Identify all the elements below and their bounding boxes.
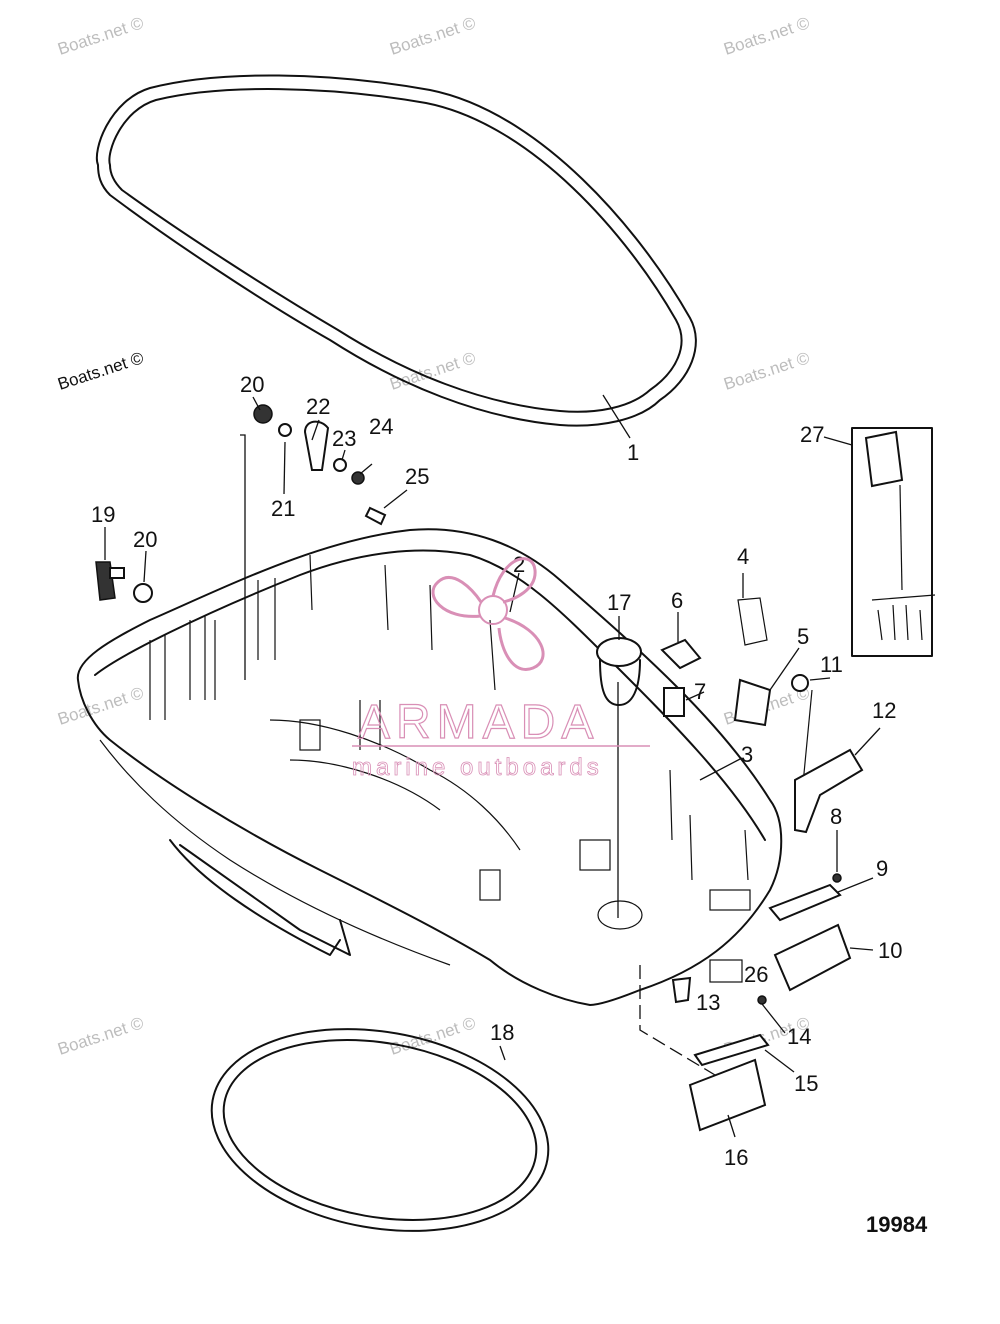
callout-3: 3 [741,742,753,767]
plug-17-body [599,659,641,706]
callout-7: 7 [694,679,706,704]
nut-24 [351,471,365,485]
brand-logo: ARMADA marine outboards [352,557,650,781]
callout-6: 6 [671,588,683,613]
cover-16 [688,1058,767,1132]
leader-lines [104,394,881,1138]
callout-12: 12 [872,698,896,723]
plate-9 [768,883,842,922]
callout-22: 22 [306,394,330,419]
watermark: Boats.net © [721,13,812,59]
figure-number: 19984 [866,1212,928,1237]
grommet-5 [733,678,772,727]
decal-26 [709,959,743,983]
callout-18: 18 [490,1020,514,1045]
bracket-6 [660,638,702,670]
watermark: Boats.net © [721,348,812,394]
latch-hook-22 [303,420,330,471]
callout-1: 1 [627,440,639,465]
cowl-fittings [596,597,772,727]
bolt-13 [671,976,692,1004]
fastener-20-upper [253,404,273,424]
bracket-12 [794,748,864,834]
callout-25: 25 [405,464,429,489]
watermark: Boats.net © [55,348,146,394]
watermark-layer: Boats.net © Boats.net © Boats.net © Boat… [55,13,812,1059]
plug-17 [596,637,642,667]
washer-23 [333,458,347,472]
lever-pin-19 [109,567,125,579]
brand-tagline: marine outboards [352,754,603,781]
brand-name: ARMADA [358,696,599,749]
washer-21 [278,423,292,437]
callout-9: 9 [876,856,888,881]
lever-hardware [95,561,153,603]
seal-ring-bottom [210,1028,550,1232]
bottom-cowl [76,528,783,1006]
watermark: Boats.net © [55,683,146,729]
callout-26: 26 [744,962,768,987]
callout-11: 11 [820,652,843,677]
switch-27 [864,430,904,488]
bolt-25 [364,506,387,526]
seal-ring-top [95,74,697,427]
callout-labels: 1 2 3 4 5 6 7 8 9 10 11 12 13 14 15 16 1… [91,372,902,1170]
latch-hardware [240,404,387,680]
callout-15: 15 [794,1071,818,1096]
screw-8 [832,873,842,883]
watermark: Boats.net © [387,348,478,394]
callout-14: 14 [787,1024,811,1049]
clip-4 [737,597,768,646]
watermark: Boats.net © [387,1013,478,1059]
callout-13: 13 [696,990,720,1015]
watermark: Boats.net © [55,13,146,59]
callout-17: 17 [607,590,631,615]
callout-21: 21 [271,496,295,521]
washer-20-lower [133,583,153,603]
callout-27: 27 [800,422,824,447]
callout-8: 8 [830,804,842,829]
screw-11-head [791,674,809,692]
cover-10 [773,923,852,992]
callout-20-upper: 20 [240,372,264,397]
trim-plates [639,674,864,1132]
callout-2: 2 [513,552,525,577]
plate-15 [693,1033,770,1067]
callout-24: 24 [369,414,393,439]
callout-10: 10 [878,938,902,963]
watermark: Boats.net © [387,13,478,59]
callout-5: 5 [797,624,809,649]
callout-19: 19 [91,502,115,527]
inset-27 [851,427,936,657]
callout-23: 23 [332,426,356,451]
bushing-7 [663,687,685,717]
watermark: Boats.net © [55,1013,146,1059]
propeller-icon [431,557,545,671]
callout-20-lower: 20 [133,527,157,552]
screw-14 [757,995,767,1005]
callout-16: 16 [724,1145,748,1170]
callout-4: 4 [737,544,749,569]
